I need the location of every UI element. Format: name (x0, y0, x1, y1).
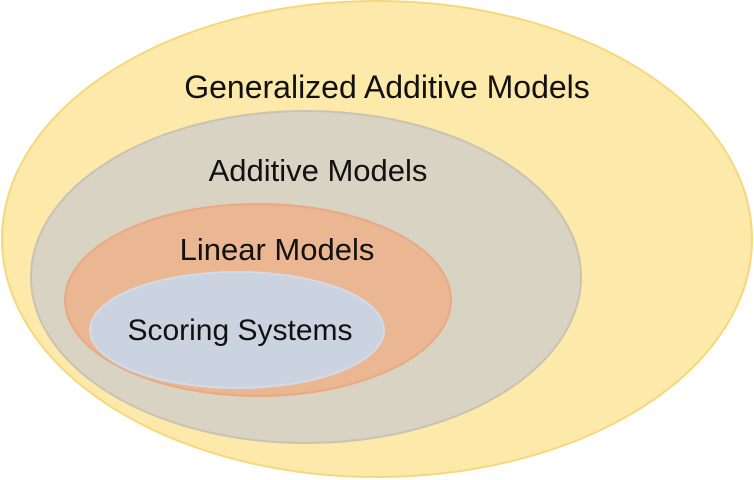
set-scoring-systems-label: Scoring Systems (127, 314, 352, 347)
set-linear-models-label: Linear Models (180, 232, 375, 267)
set-generalized-additive-models-label: Generalized Additive Models (184, 69, 590, 105)
set-scoring-systems-ellipse (89, 271, 385, 389)
set-additive-models-label: Additive Models (209, 153, 428, 188)
set-scoring-systems: Scoring Systems (89, 271, 385, 389)
